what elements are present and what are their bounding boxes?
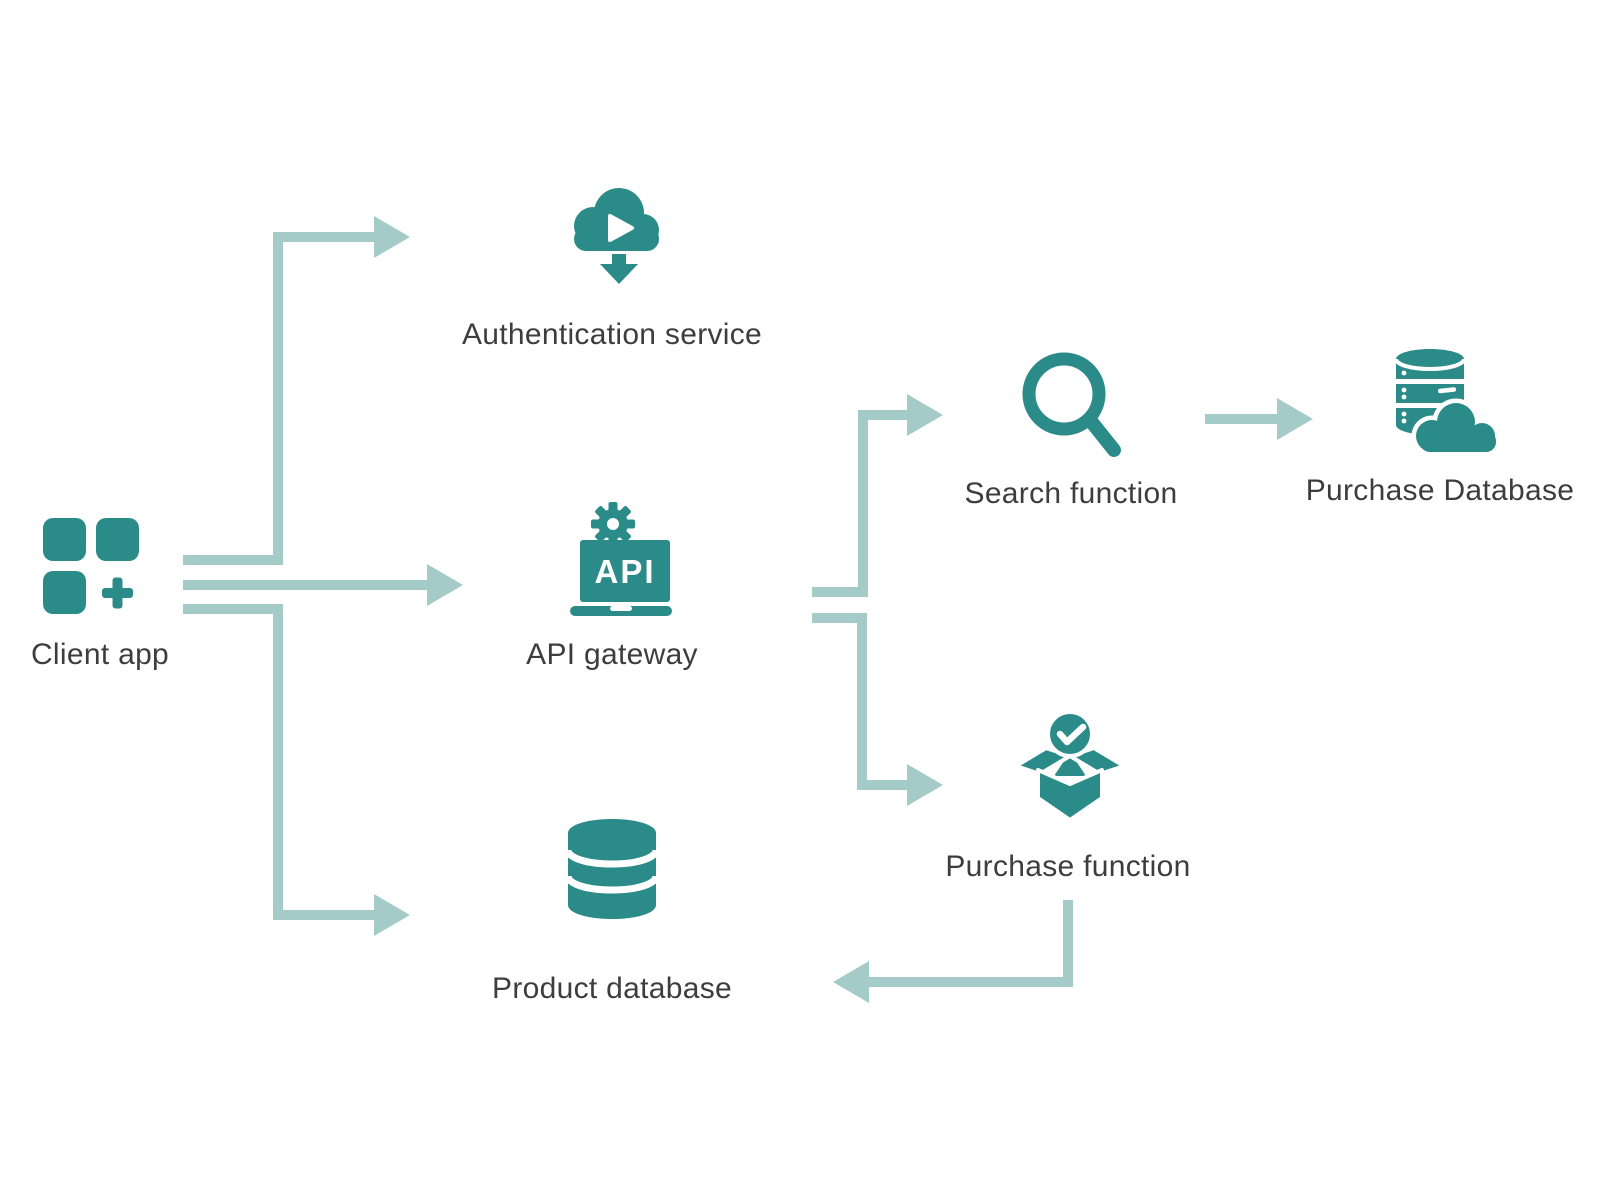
database-cloud-icon — [1394, 349, 1501, 457]
node-label: Authentication service — [461, 318, 763, 351]
node-label: Purchase Database — [1305, 474, 1575, 507]
laptop-api-gear-icon: API — [570, 502, 672, 616]
cloud-play-download-icon — [574, 188, 659, 284]
arrowhead-to-api — [427, 564, 463, 606]
connector-api-to-search — [812, 410, 907, 597]
arrowhead-to-search — [907, 394, 943, 436]
database-cylinder-icon — [566, 819, 658, 919]
magnifier-icon — [1022, 352, 1121, 457]
node-label: API gateway — [526, 638, 698, 671]
arrowhead-to-auth — [374, 216, 410, 258]
connector-client-to-productdb — [183, 604, 374, 920]
arrowhead-to-productdb — [374, 894, 410, 936]
open-box-check-icon — [1014, 710, 1126, 822]
connector-api-to-purchasefn — [812, 613, 907, 790]
node-label: Client app — [30, 638, 170, 671]
gear-icon — [591, 502, 635, 546]
arrowhead-to-purchasefn — [907, 764, 943, 806]
connector-client-to-auth — [183, 232, 374, 565]
app-grid-plus-icon — [43, 518, 139, 614]
api-icon-text: API — [594, 553, 655, 590]
node-label: Purchase function — [945, 850, 1191, 883]
node-label: Product database — [492, 972, 732, 1005]
connector-purchasefn-to-productdb — [869, 900, 1073, 987]
arrowhead-to-purchasedb — [1277, 398, 1313, 440]
cloud-icon — [1411, 398, 1501, 457]
node-label: Search function — [964, 477, 1178, 510]
arrowhead-to-productdb-left — [833, 961, 869, 1003]
